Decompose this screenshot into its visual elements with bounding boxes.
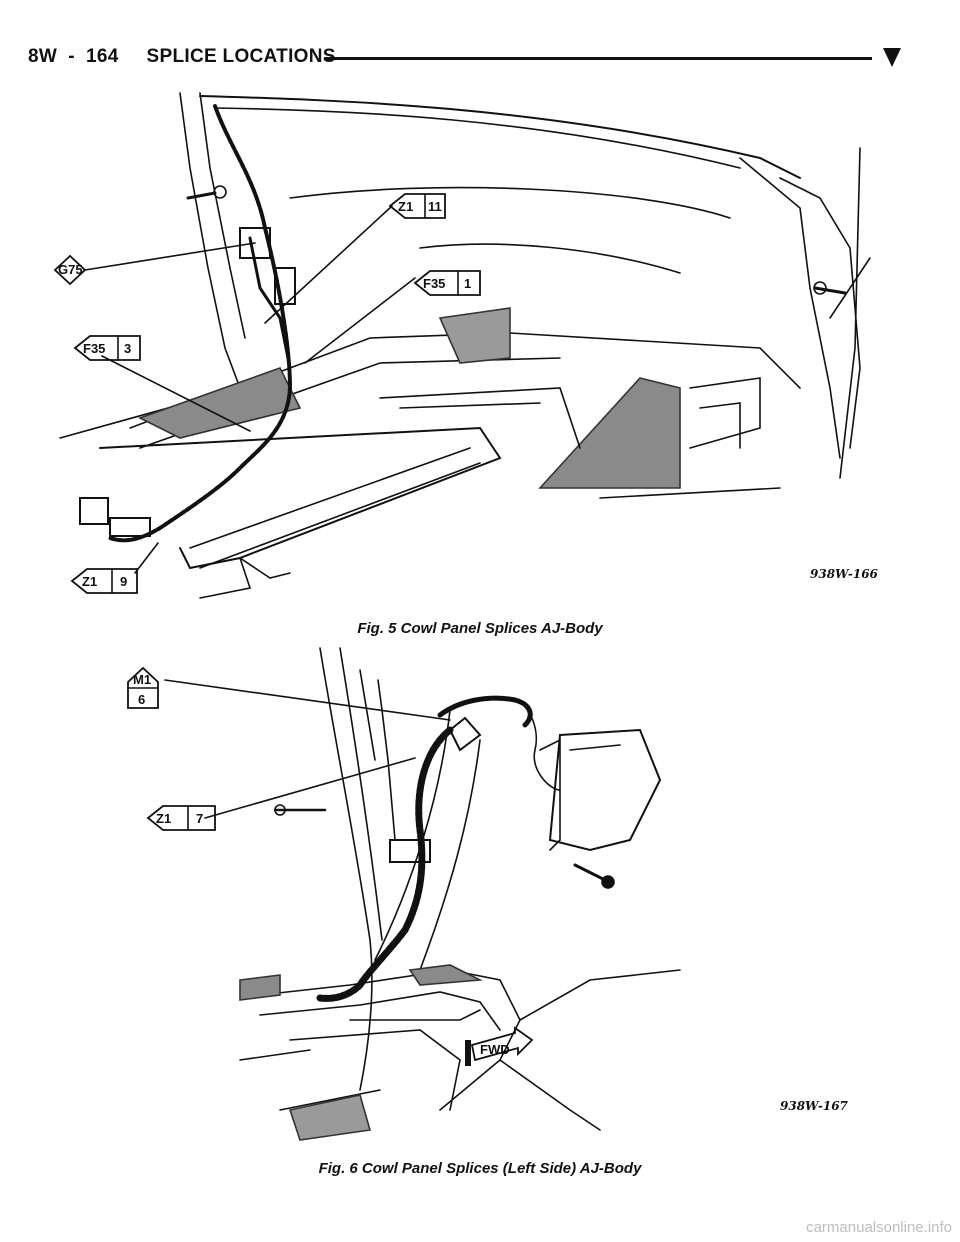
svg-text:F35: F35 [83,341,105,356]
callout-Z1-9: Z1 9 [70,568,138,594]
callout-G75: G75 [53,254,87,286]
figure-5-illustration: G75 Z1 11 F35 1 F35 3 Z1 9 938W-166 [40,88,880,608]
figure-6-illustration: FWD M1 6 Z1 7 938W-167 [120,640,880,1150]
svg-text:Z1: Z1 [82,574,97,589]
svg-text:11: 11 [428,199,442,214]
callout-M1-6: M1 6 [127,666,159,709]
figure-6-code: 938W-167 [780,1099,849,1113]
callout-Z1-7: Z1 7 [146,805,216,831]
svg-text:F35: F35 [423,276,445,291]
page-header: 8W - 164 SPLICE LOCATIONS [28,40,928,80]
svg-text:Z1: Z1 [156,811,171,826]
watermark: carmanualsonline.info [806,1219,952,1236]
svg-text:3: 3 [124,341,131,356]
header-rule [324,57,872,60]
fwd-label: FWD [480,1042,510,1057]
svg-text:Z1: Z1 [398,199,413,214]
callout-F35-3: F35 3 [73,335,141,361]
down-triangle-icon [883,48,901,67]
figure-5-caption: Fig. 5 Cowl Panel Splices AJ-Body [357,620,603,637]
svg-text:M1: M1 [133,672,151,687]
figure-6-caption: Fig. 6 Cowl Panel Splices (Left Side) AJ… [318,1160,642,1177]
svg-text:7: 7 [196,811,203,826]
svg-text:1: 1 [464,276,471,291]
callout-Z1-11: Z1 11 [388,193,446,219]
page-title: 8W - 164 SPLICE LOCATIONS [28,46,336,67]
svg-text:9: 9 [120,574,127,589]
figure-5-code: 938W-166 [810,567,879,581]
svg-text:6: 6 [138,692,145,707]
svg-text:G75: G75 [58,262,83,277]
fwd-arrow-icon: FWD [465,1026,534,1066]
callout-F35-1: F35 1 [413,270,481,296]
